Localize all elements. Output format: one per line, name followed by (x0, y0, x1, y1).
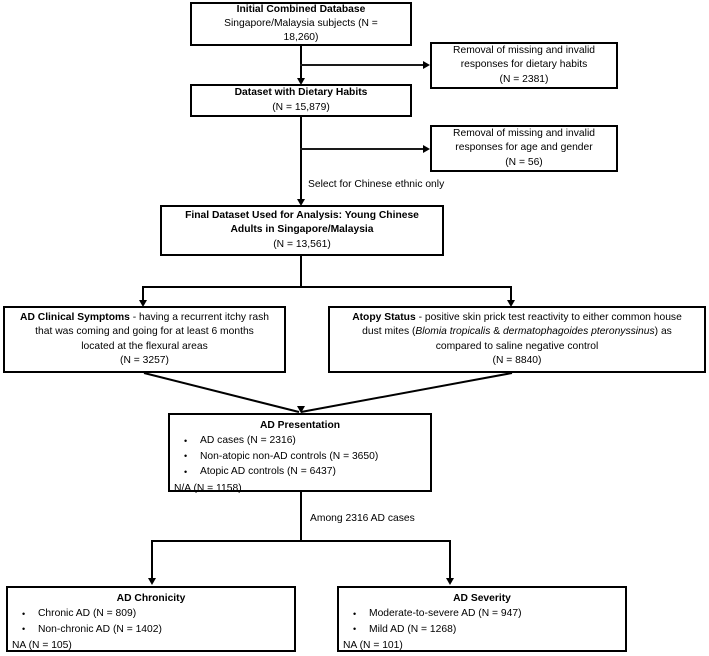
list-item: Atopic AD controls (N = 6437) (184, 465, 430, 480)
node-atopy-count: (N = 8840) (492, 354, 542, 366)
node-initial-db-line1: Singapore/Malaysia subjects (N = (224, 17, 378, 29)
node-atopy-line2: dust mites (Blomia tropicalis & dermatop… (330, 325, 704, 339)
arrowhead-removal-age-gender (423, 144, 430, 153)
arrowhead-to-ad-chronicity (147, 578, 156, 585)
connector-presentation-split-bar (151, 540, 451, 542)
node-ad-severity-title: AD Severity (453, 593, 511, 604)
connector-final-split-bar (142, 286, 512, 288)
node-ad-chronicity-list: Chronic AD (N = 809) Non-chronic AD (N =… (8, 607, 294, 638)
connector-to-removal-dietary (300, 64, 425, 66)
list-item: Mild AD (N = 1268) (353, 622, 625, 638)
list-item: Non-chronic AD (N = 1402) (22, 622, 294, 638)
node-initial-combined-database: Initial Combined Database Singapore/Mala… (190, 2, 412, 46)
node-final-dataset-line1: (N = 13,561) (273, 238, 331, 250)
node-ad-clinical-count: (N = 3257) (120, 354, 169, 366)
node-removal-age-gender-line1: Removal of missing and invalid (453, 128, 595, 140)
connector-to-removal-age-gender (300, 148, 425, 150)
connector-to-ad-chronicity (151, 540, 153, 582)
node-atopy-body-b-pre: dust mites ( (362, 326, 416, 338)
node-atopy-body-b-post: ) as (654, 326, 672, 338)
node-final-dataset-title-line2: Adults in Singapore/Malaysia (230, 224, 374, 236)
node-ad-severity-tail: NA (N = 101) (343, 640, 403, 652)
node-ad-severity-list: Moderate-to-severe AD (N = 947) Mild AD … (339, 607, 625, 638)
node-atopy-line1: Atopy Status - positive skin prick test … (330, 311, 704, 325)
node-atopy-status: Atopy Status - positive skin prick test … (328, 306, 706, 373)
connector-presentation-stem (300, 492, 302, 542)
node-dataset-dietary-line1: (N = 15,879) (272, 101, 330, 113)
caption-select-chinese: Select for Chinese ethnic only (308, 179, 445, 190)
node-removal-dietary-line1: Removal of missing and invalid (453, 45, 595, 57)
node-atopy-line3: compared to saline negative control (435, 340, 599, 352)
node-atopy-species-2: dermatophagoides pteronyssinus (502, 326, 655, 338)
arrowhead-to-ad-severity (445, 578, 454, 585)
node-initial-db-line2: 18,260) (283, 32, 319, 44)
node-dataset-dietary-title: Dataset with Dietary Habits (234, 87, 368, 99)
node-final-dataset: Final Dataset Used for Analysis: Young C… (160, 205, 444, 256)
node-atopy-body-a: - positive skin prick test reactivity to… (415, 312, 682, 324)
node-final-dataset-title-line1: Final Dataset Used for Analysis: Young C… (185, 210, 419, 222)
connector-final-to-atopy (510, 286, 512, 304)
node-ad-clinical-line2: that was coming and going for at least 6… (35, 326, 254, 338)
node-ad-chronicity: AD Chronicity Chronic AD (N = 809) Non-c… (6, 586, 296, 652)
node-ad-clinical-line1: AD Clinical Symptoms - having a recurren… (5, 311, 284, 325)
arrowhead-final-to-atopy (506, 300, 515, 307)
node-initial-db-title: Initial Combined Database (236, 3, 366, 15)
arrowhead-dataset-to-final (296, 199, 305, 206)
node-removal-age-gender: Removal of missing and invalid responses… (430, 125, 618, 172)
connector-final-stem (300, 256, 302, 288)
node-removal-age-gender-line3: (N = 56) (505, 156, 543, 168)
node-ad-presentation: AD Presentation AD cases (N = 2316) Non-… (168, 413, 432, 494)
node-ad-clinical-body1: - having a recurrent itchy rash (129, 312, 269, 324)
list-item: AD cases (N = 2316) (184, 434, 430, 449)
node-removal-dietary-line3: (N = 2381) (499, 73, 549, 85)
node-ad-severity: AD Severity Moderate-to-severe AD (N = 9… (337, 586, 627, 652)
node-ad-presentation-list: AD cases (N = 2316) Non-atopic non-AD co… (170, 434, 430, 481)
arrowhead-initial-to-dataset (296, 78, 305, 85)
node-removal-age-gender-line2: responses for age and gender (455, 142, 593, 154)
connector-converge-to-ad-presentation (143, 372, 513, 413)
node-ad-clinical-line3: located at the flexural areas (81, 340, 208, 352)
node-dataset-dietary-habits: Dataset with Dietary Habits (N = 15,879) (190, 84, 412, 117)
node-atopy-label: Atopy Status (352, 312, 416, 324)
caption-among-ad-cases: Among 2316 AD cases (310, 513, 415, 524)
node-ad-chronicity-title: AD Chronicity (116, 593, 186, 604)
connector-final-to-ad-clinical (142, 286, 144, 304)
list-item: Non-atopic non-AD controls (N = 3650) (184, 449, 430, 465)
list-item: Chronic AD (N = 809) (22, 607, 294, 622)
arrowhead-removal-dietary (423, 60, 430, 69)
node-atopy-body-b-mid: & (490, 326, 503, 338)
node-ad-chronicity-tail: NA (N = 105) (12, 640, 72, 652)
connector-dataset-to-final (300, 117, 302, 203)
arrowhead-converge-to-ad-presentation (296, 406, 305, 413)
node-ad-clinical-symptoms: AD Clinical Symptoms - having a recurren… (3, 306, 286, 373)
node-ad-clinical-label: AD Clinical Symptoms (20, 312, 130, 324)
list-item: Moderate-to-severe AD (N = 947) (353, 607, 625, 622)
node-atopy-species-1: Blomia tropicalis (415, 326, 491, 338)
node-removal-dietary: Removal of missing and invalid responses… (430, 42, 618, 89)
arrowhead-final-to-ad-clinical (138, 300, 147, 307)
node-ad-presentation-title: AD Presentation (259, 420, 341, 431)
node-removal-dietary-line2: responses for dietary habits (460, 59, 588, 71)
connector-to-ad-severity (449, 540, 451, 582)
node-ad-presentation-tail: N/A (N = 1158) (174, 482, 242, 494)
